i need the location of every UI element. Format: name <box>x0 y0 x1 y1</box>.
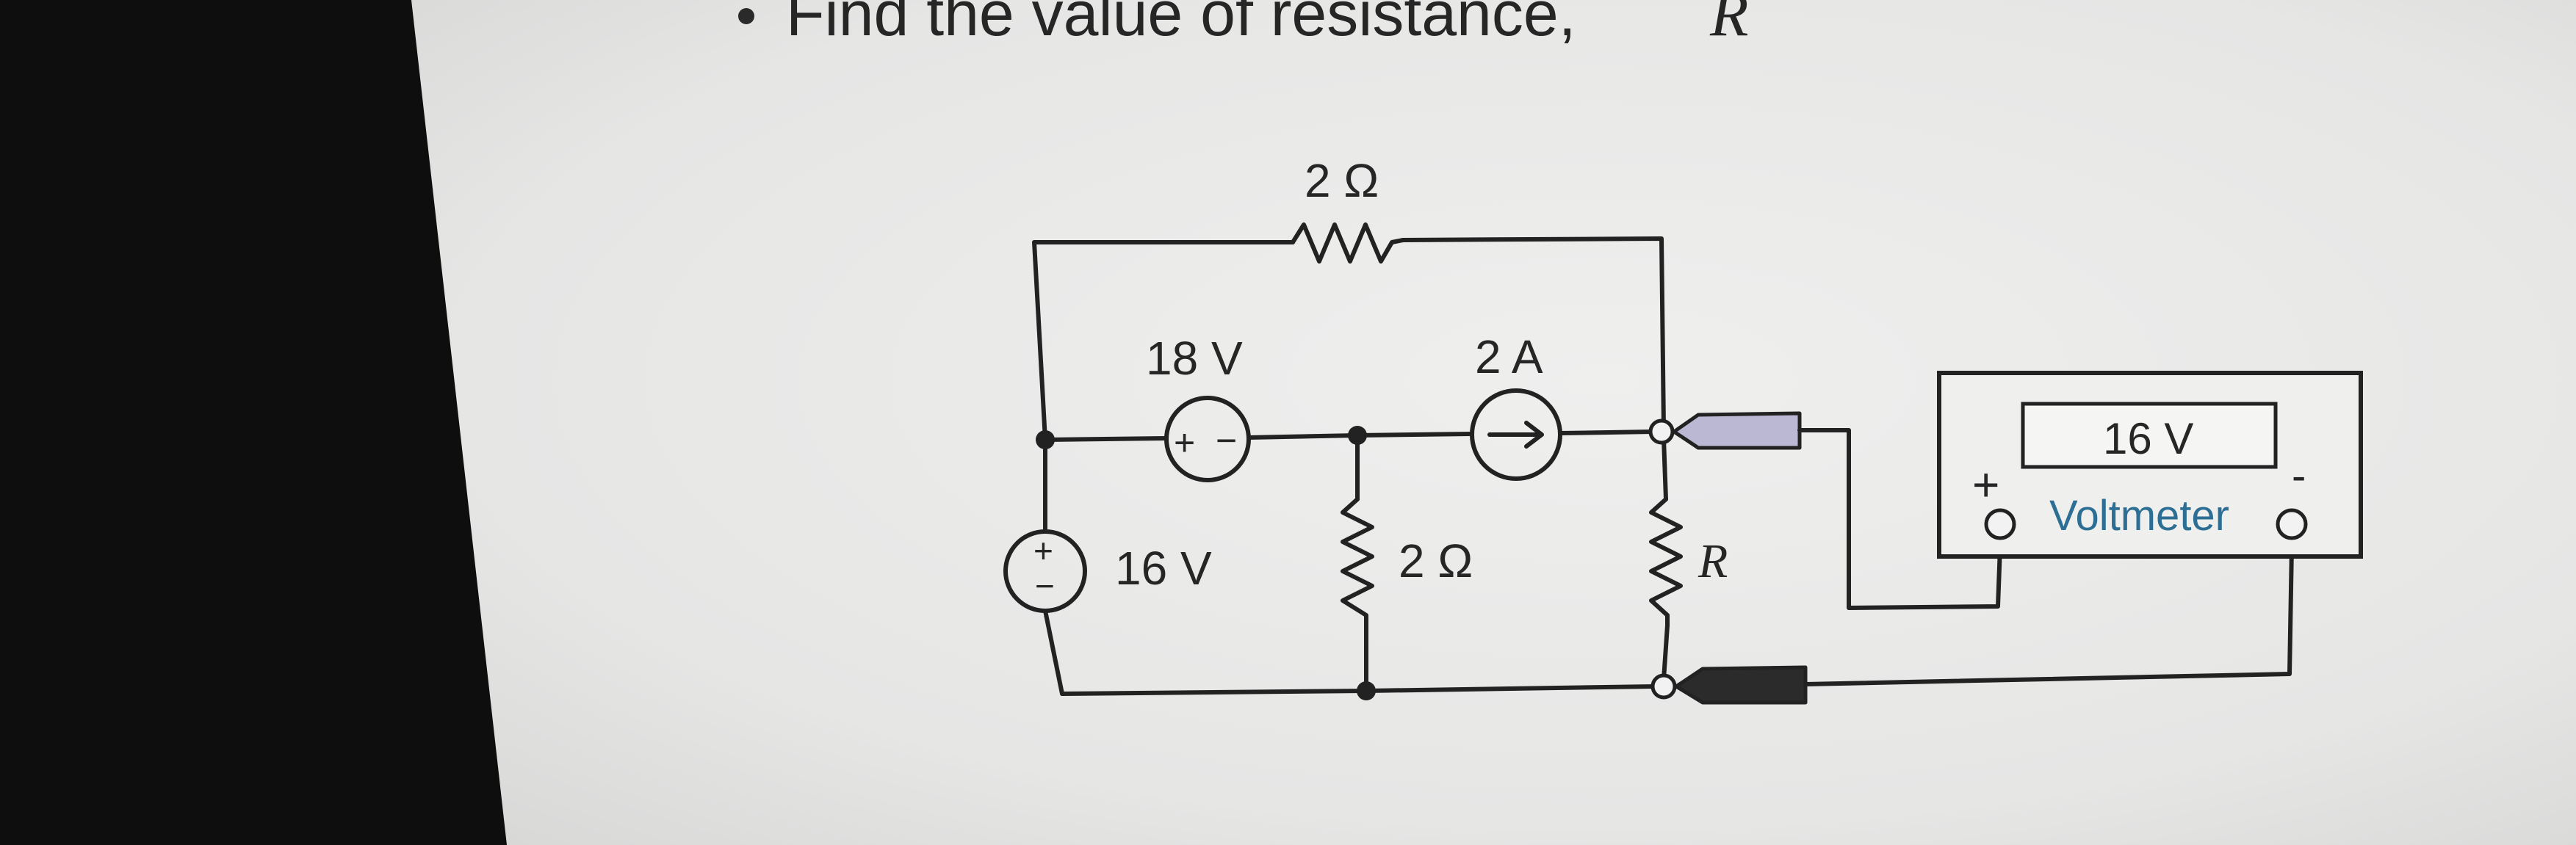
unknown-resistor <box>1649 497 1683 628</box>
junction-dot-middle <box>1348 426 1367 445</box>
junction-dot-bottom <box>1357 681 1376 700</box>
source-18v-label: 18 V <box>1146 332 1243 385</box>
current-source-label: 2 A <box>1475 330 1543 383</box>
wire-left-lower <box>1043 609 1368 696</box>
source-16v-plus: + <box>1033 532 1053 570</box>
wire-top-left <box>1032 240 1295 442</box>
voltmeter-minus-sign: - <box>2292 452 2306 500</box>
source-16v-minus: − <box>1035 567 1055 605</box>
probe-positive <box>1672 411 1802 450</box>
junction-dot-left <box>1036 430 1055 449</box>
wire-mid-3 <box>1355 432 1473 438</box>
terminal-node-bottom <box>1650 673 1677 700</box>
probe-negative <box>1674 665 1808 705</box>
question-variable: R <box>1709 0 1749 49</box>
unknown-resistor-label: R <box>1698 534 1728 588</box>
voltage-source-18v: + − <box>1164 396 1251 482</box>
paper-sheet <box>411 0 2576 845</box>
source-16v-label: 16 V <box>1115 542 1212 595</box>
probe-lead-negative <box>1803 545 2294 686</box>
wire-mid-1 <box>1043 436 1169 442</box>
probe-lead-positive <box>1797 428 2002 610</box>
source-18v-minus: − <box>1216 420 1237 461</box>
middle-resistor <box>1341 497 1374 628</box>
middle-resistor-label: 2 Ω <box>1399 534 1473 587</box>
wire-top-right <box>1401 236 1666 430</box>
terminal-node-top <box>1648 418 1675 445</box>
voltmeter-label: Voltmeter <box>2049 492 2229 540</box>
voltage-source-16v: + − <box>1003 529 1087 613</box>
question-bullet-icon <box>738 8 754 24</box>
question-text: Find the value of resistance, <box>786 0 1576 49</box>
voltmeter-minus-terminal-icon <box>2276 508 2308 540</box>
wire-r-upper <box>1662 437 1668 501</box>
wire-mid-2 <box>1246 433 1360 440</box>
wire-bottom <box>1364 684 1657 693</box>
voltmeter-plus-terminal-icon <box>1984 508 2016 540</box>
top-resistor <box>1291 222 1405 264</box>
source-18v-plus: + <box>1174 422 1195 463</box>
voltmeter-plus-sign: + <box>1972 458 1999 511</box>
top-resistor-label: 2 Ω <box>1305 154 1379 207</box>
wire-mid-4 <box>1559 429 1656 435</box>
wire-r-lower <box>1662 623 1670 681</box>
voltmeter-display <box>2021 402 2278 469</box>
current-source-2a <box>1470 388 1562 481</box>
voltmeter-reading: 16 V <box>2103 414 2193 463</box>
